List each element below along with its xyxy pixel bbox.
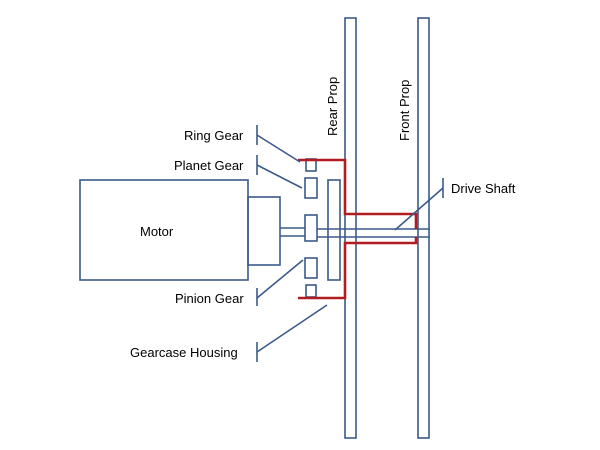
gearcase-housing-bottom: [298, 237, 418, 300]
planet-carrier: [327, 179, 341, 281]
front-prop-label: Front Prop: [397, 80, 412, 141]
drive-shaft-leader: [394, 187, 444, 231]
ring-gear-label: Ring Gear: [184, 128, 244, 143]
planet-gear-bottom: [304, 257, 318, 279]
rear-prop-label: Rear Prop: [325, 77, 340, 136]
planet-gear-leader: [256, 164, 303, 189]
gearcase-housing-label: Gearcase Housing: [130, 345, 238, 360]
motor-label: Motor: [140, 224, 174, 239]
planet-gear-top: [304, 177, 318, 199]
rear-prop: [344, 17, 357, 439]
pinion-gear-label: Pinion Gear: [175, 291, 244, 306]
gearcase-housing-leader: [256, 304, 328, 353]
front-prop: [417, 17, 430, 439]
gearcase-housing-top: [298, 158, 418, 229]
motor-flange: [247, 196, 281, 266]
ring-gear-leader: [256, 134, 301, 163]
pinion-gear: [304, 214, 318, 242]
drive-shaft-label: Drive Shaft: [451, 181, 516, 196]
pinion-gear-leader: [256, 259, 304, 299]
ring-gear-bottom: [305, 284, 317, 298]
planet-gear-label: Planet Gear: [174, 158, 244, 173]
